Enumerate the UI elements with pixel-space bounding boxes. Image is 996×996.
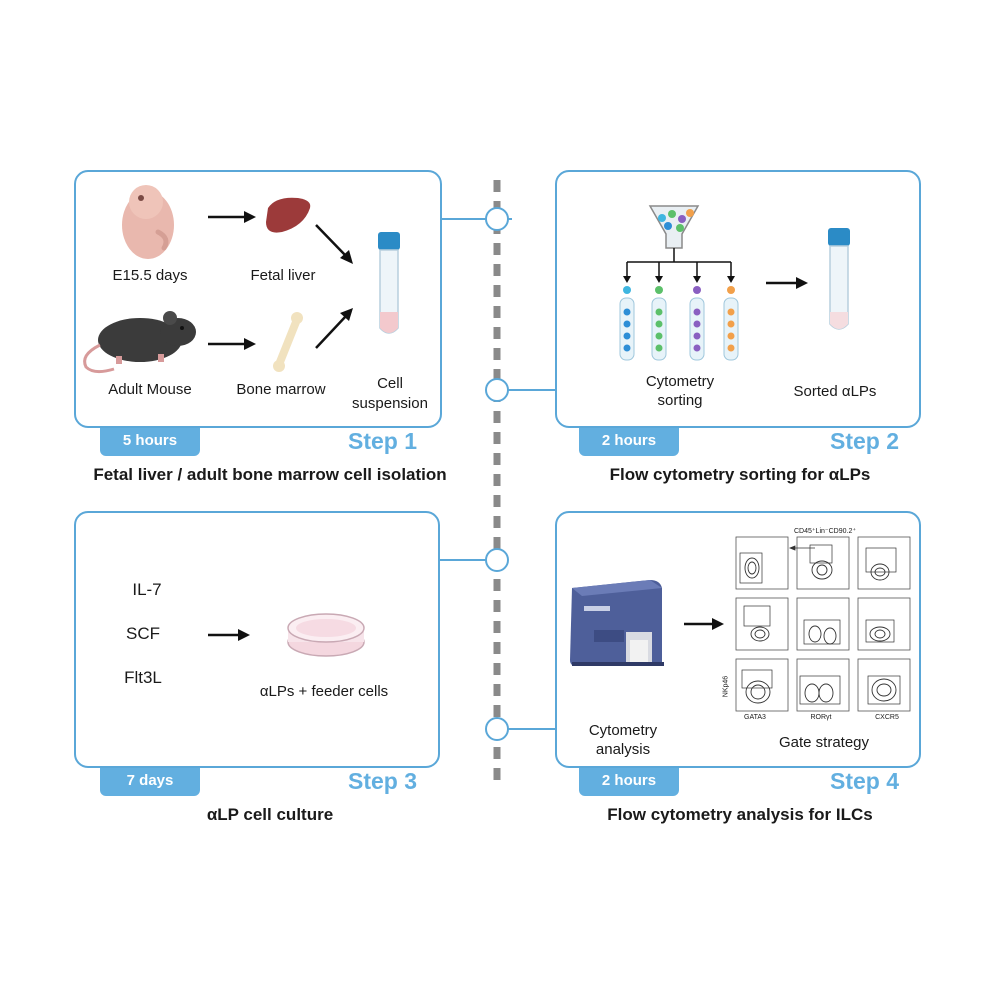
plot-ylabel: NKp46 (722, 675, 730, 698)
step3-caption: αLP cell culture (206, 805, 334, 824)
plot-header: CD45⁺Lin⁻CD90.2⁺ (793, 528, 857, 535)
sorted-tube-green-icon (651, 286, 667, 361)
arrow-mouse-to-bone (208, 338, 256, 350)
timeline-node-2 (485, 378, 509, 402)
step2-label: Step 2 (830, 428, 900, 454)
cell-suspension-label-line2: suspension (352, 395, 428, 412)
step4-label: Step 4 (830, 768, 900, 794)
arrow-sorting-to-tube (766, 277, 808, 289)
petri-dish-icon (287, 613, 365, 657)
sorted-alps-tube-icon (828, 228, 850, 330)
cytometry-sorting-label-line1: Cytometry (645, 373, 715, 390)
step4-duration-badge: 2 hours (579, 768, 679, 796)
cytometry-analysis-label-line1: Cytometry (588, 722, 658, 739)
step3-panel (74, 511, 440, 768)
sorting-branches (626, 248, 732, 278)
plot-xlabel-cxcr5: CXCR5 (875, 714, 899, 721)
step4-caption: Flow cytometry analysis for ILCs (607, 805, 873, 824)
step1-caption: Fetal liver / adult bone marrow cell iso… (93, 465, 447, 484)
sorting-funnel-icon (648, 205, 700, 249)
step3-duration-badge: 7 days (100, 768, 200, 796)
arrow-factors-to-dish (208, 629, 250, 641)
step3-label: Step 3 (348, 768, 418, 794)
sorted-alps-label: Sorted αLPs (793, 383, 877, 400)
step1-duration-badge: 5 hours (100, 428, 200, 456)
dish-label: αLPs + feeder cells (259, 683, 389, 700)
gating-header-arrow (788, 545, 815, 551)
step2-panel (555, 170, 921, 428)
step1-label: Step 1 (348, 428, 418, 454)
mouse-icon (83, 311, 196, 374)
fetal-liver-label: Fetal liver (250, 267, 316, 284)
cytometer-machine-icon (570, 580, 664, 666)
cytometry-analysis-label-line2: analysis (595, 741, 651, 758)
cytometry-sorting-label-line2: sorting (657, 392, 703, 409)
embryo-label: E15.5 days (112, 267, 188, 284)
cell-suspension-label-line1: Cell (377, 375, 403, 392)
bone-marrow-label: Bone marrow (236, 381, 326, 398)
step2-caption: Flow cytometry sorting for αLPs (609, 465, 871, 484)
liver-icon (266, 197, 311, 233)
arrow-machine-to-plots (684, 618, 724, 630)
sorted-tube-blue-icon (619, 286, 635, 361)
cell-suspension-tube-icon (378, 232, 400, 334)
sorted-tube-purple-icon (689, 286, 705, 361)
arrow-embryo-to-liver (208, 211, 256, 223)
timeline-node-1 (485, 207, 509, 231)
gating-gates (739, 544, 901, 705)
sorted-tube-orange-icon (723, 286, 739, 361)
adult-mouse-label: Adult Mouse (108, 381, 192, 398)
gate-strategy-label: Gate strategy (778, 734, 870, 751)
arrow-bone-to-tube (315, 308, 353, 349)
arrow-liver-to-tube (315, 224, 353, 264)
embryo-icon (122, 185, 174, 259)
plot-xlabel-rorgt: RORγt (810, 714, 832, 721)
timeline-node-3 (485, 548, 509, 572)
factor-flt3l: Flt3L (124, 668, 162, 687)
factor-il7: IL-7 (132, 580, 162, 599)
factor-scf: SCF (126, 624, 160, 643)
plot-xlabel-gata3: GATA3 (744, 714, 766, 721)
bone-icon (273, 312, 303, 372)
step2-duration-badge: 2 hours (579, 428, 679, 456)
gating-contours (744, 557, 897, 704)
timeline-node-4 (485, 717, 509, 741)
